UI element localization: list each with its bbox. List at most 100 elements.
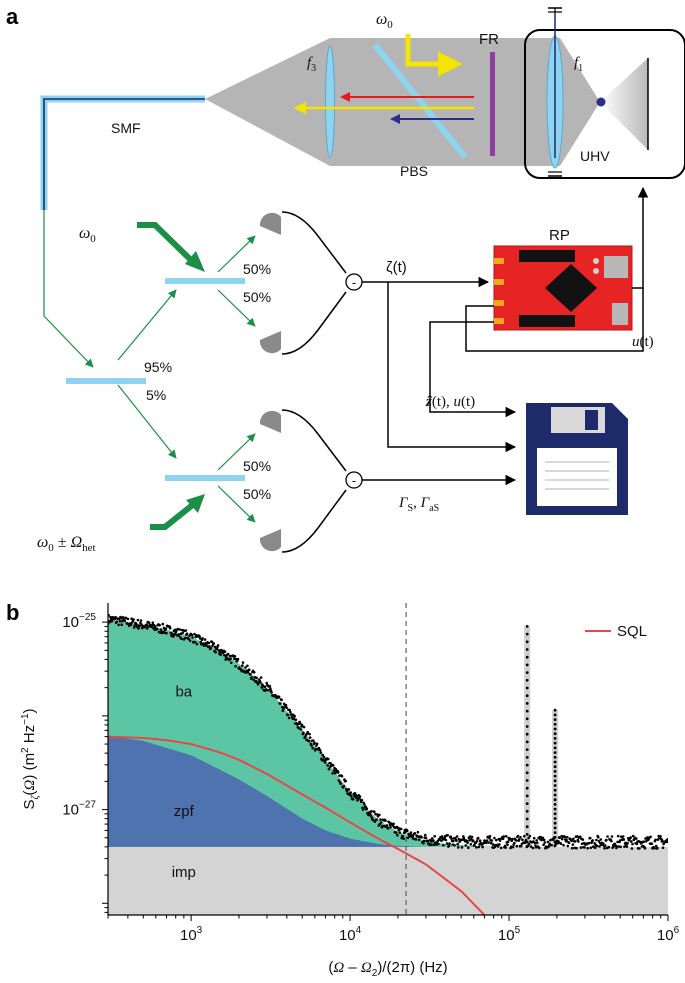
measured-point — [373, 820, 377, 823]
measured-point — [666, 840, 668, 844]
measured-point — [491, 843, 495, 846]
measured-point — [302, 731, 305, 735]
measured-point — [620, 835, 623, 838]
measured-point — [501, 837, 505, 841]
measured-point — [180, 637, 183, 641]
input-beam-yellow — [405, 34, 463, 77]
measured-point — [299, 722, 302, 725]
measured-point — [444, 838, 448, 842]
wire-d1 — [281, 211, 347, 274]
measured-point — [631, 834, 635, 838]
measured-point — [308, 736, 312, 739]
measured-point — [223, 654, 226, 657]
measured-point — [595, 844, 599, 848]
measured-point — [560, 837, 564, 841]
measured-point — [199, 640, 202, 644]
measured-point — [392, 822, 395, 826]
spike-point — [525, 840, 529, 844]
split-bot-a: 50% — [243, 458, 271, 474]
measured-point — [229, 657, 232, 661]
measured-point — [583, 846, 586, 849]
measured-point — [518, 838, 521, 841]
measured-point — [387, 821, 391, 824]
measured-point — [201, 637, 204, 640]
measured-point — [570, 839, 573, 842]
wire-zeta-record — [387, 282, 517, 453]
measured-point — [360, 798, 364, 802]
measured-point — [424, 836, 428, 840]
measured-point — [607, 845, 611, 849]
wire-d4 — [281, 489, 347, 553]
measured-point — [223, 650, 227, 653]
measured-point — [279, 702, 282, 705]
measured-point — [429, 839, 433, 843]
smf-label: SMF — [111, 120, 141, 136]
measured-point — [384, 819, 387, 822]
measured-point — [340, 774, 344, 778]
measured-point — [523, 834, 526, 838]
measured-point — [385, 824, 389, 827]
wire-feedback-loop — [465, 288, 644, 352]
y-tick-label: 10−27 — [62, 800, 96, 819]
measured-point — [508, 837, 512, 840]
measured-point — [294, 718, 298, 722]
measured-point — [282, 702, 286, 706]
measured-point — [198, 637, 202, 640]
measured-point — [161, 622, 165, 626]
split-top-a: 50% — [243, 261, 271, 277]
measured-point — [371, 818, 375, 822]
measured-point — [495, 838, 498, 842]
measured-point — [469, 843, 473, 846]
spike-point — [525, 625, 529, 628]
spike-point — [525, 632, 529, 636]
spike-band-1 — [524, 626, 531, 847]
measured-point — [241, 661, 245, 664]
spike-point — [553, 798, 557, 802]
wire-record-z-u — [429, 321, 517, 418]
measured-point — [399, 827, 403, 831]
measured-point — [246, 664, 249, 668]
measured-point — [379, 821, 383, 824]
measured-point — [588, 836, 592, 840]
measured-point — [314, 747, 318, 751]
measured-point — [631, 842, 634, 846]
measured-point — [440, 839, 443, 842]
measured-point — [109, 615, 112, 619]
measured-point — [190, 633, 194, 637]
measured-point — [198, 634, 201, 638]
measured-point — [499, 846, 503, 850]
measured-point — [293, 715, 297, 718]
measured-point — [420, 836, 423, 839]
measured-point — [417, 838, 421, 841]
spike-point — [553, 821, 557, 825]
measured-point — [303, 735, 307, 739]
measured-point — [599, 838, 603, 841]
measured-point — [570, 846, 574, 850]
split-mid-b: 5% — [146, 387, 166, 403]
spike-point — [525, 756, 529, 759]
measured-point — [411, 834, 415, 838]
measured-point — [654, 844, 658, 848]
measured-point — [581, 838, 585, 841]
f3-label: f3 — [307, 55, 316, 74]
measured-point — [287, 716, 291, 720]
measured-point — [563, 835, 566, 839]
measured-point — [375, 818, 379, 821]
y-tick-label: 10−25 — [62, 612, 96, 631]
measured-point — [363, 803, 366, 806]
measured-point — [259, 681, 262, 684]
measured-point — [498, 843, 501, 846]
measured-point — [347, 788, 351, 791]
measured-point — [247, 668, 251, 671]
sql-line — [108, 735, 486, 915]
measured-point — [440, 835, 444, 838]
measured-point — [339, 782, 343, 785]
measured-point — [318, 749, 322, 752]
measured-point — [297, 727, 301, 730]
spike-point — [553, 765, 557, 769]
rp-port-bottom — [612, 303, 628, 325]
measured-point — [542, 843, 545, 847]
fr-label: FR — [479, 31, 499, 48]
measured-point — [249, 673, 252, 676]
measured-point — [172, 635, 175, 638]
